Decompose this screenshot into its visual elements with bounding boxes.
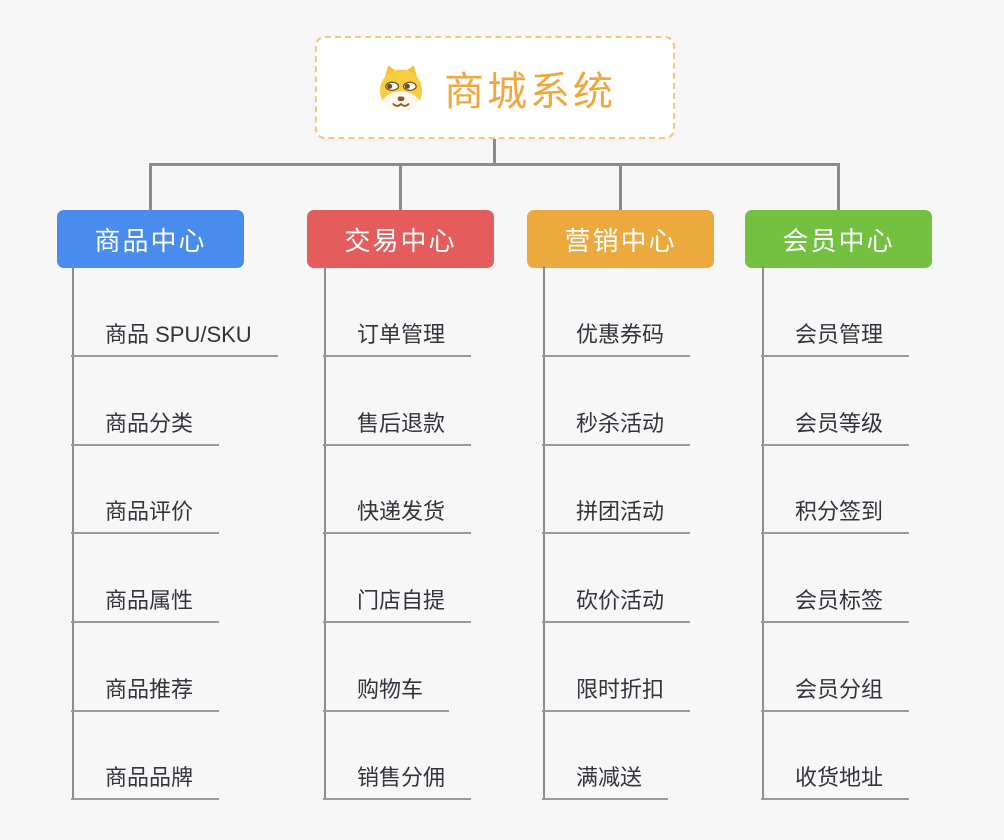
connector-line bbox=[149, 163, 840, 166]
connector-line bbox=[837, 163, 840, 210]
mindmap-leaf[interactable]: 商品品牌 bbox=[71, 760, 220, 800]
mindmap-leaf[interactable]: 商品推荐 bbox=[71, 672, 220, 712]
mindmap-leaf[interactable]: 购物车 bbox=[323, 672, 450, 712]
mindmap-leaf[interactable]: 限时折扣 bbox=[542, 672, 691, 712]
mindmap-leaf[interactable]: 商品 SPU/SKU bbox=[71, 317, 278, 357]
mindmap-leaf[interactable]: 快递发货 bbox=[323, 494, 472, 534]
branch-header-2[interactable]: 交易中心 bbox=[307, 210, 494, 268]
mindmap-leaf[interactable]: 会员等级 bbox=[761, 406, 910, 446]
mindmap-leaf[interactable]: 会员管理 bbox=[761, 317, 910, 357]
mindmap-leaf[interactable]: 积分签到 bbox=[761, 494, 910, 534]
branch-header-1[interactable]: 商品中心 bbox=[57, 210, 244, 268]
mindmap-leaf[interactable]: 满减送 bbox=[542, 760, 669, 800]
mindmap-leaf[interactable]: 会员标签 bbox=[761, 583, 910, 623]
mindmap-leaf[interactable]: 砍价活动 bbox=[542, 583, 691, 623]
mindmap-leaf[interactable]: 销售分佣 bbox=[323, 760, 472, 800]
mindmap-leaf[interactable]: 收货地址 bbox=[761, 760, 910, 800]
branch-header-3[interactable]: 营销中心 bbox=[527, 210, 714, 268]
mindmap-leaf[interactable]: 售后退款 bbox=[323, 406, 472, 446]
mindmap-leaf[interactable]: 订单管理 bbox=[323, 317, 472, 357]
mindmap-leaf[interactable]: 商品属性 bbox=[71, 583, 220, 623]
connector-line bbox=[619, 163, 622, 210]
connector-line bbox=[149, 163, 152, 210]
mindmap-leaf[interactable]: 秒杀活动 bbox=[542, 406, 691, 446]
root-node[interactable]: 商城系统 bbox=[315, 36, 675, 139]
mindmap-leaf[interactable]: 商品评价 bbox=[71, 494, 220, 534]
shiba-dog-icon bbox=[374, 61, 428, 115]
mindmap-leaf[interactable]: 会员分组 bbox=[761, 672, 910, 712]
connector-line bbox=[493, 139, 496, 166]
connector-line bbox=[399, 163, 402, 210]
branch-header-4[interactable]: 会员中心 bbox=[745, 210, 932, 268]
mindmap-leaf[interactable]: 拼团活动 bbox=[542, 494, 691, 534]
mindmap-leaf[interactable]: 商品分类 bbox=[71, 406, 220, 446]
mindmap-leaf[interactable]: 门店自提 bbox=[323, 583, 472, 623]
root-title: 商城系统 bbox=[444, 69, 616, 114]
mindmap-leaf[interactable]: 优惠券码 bbox=[542, 317, 691, 357]
